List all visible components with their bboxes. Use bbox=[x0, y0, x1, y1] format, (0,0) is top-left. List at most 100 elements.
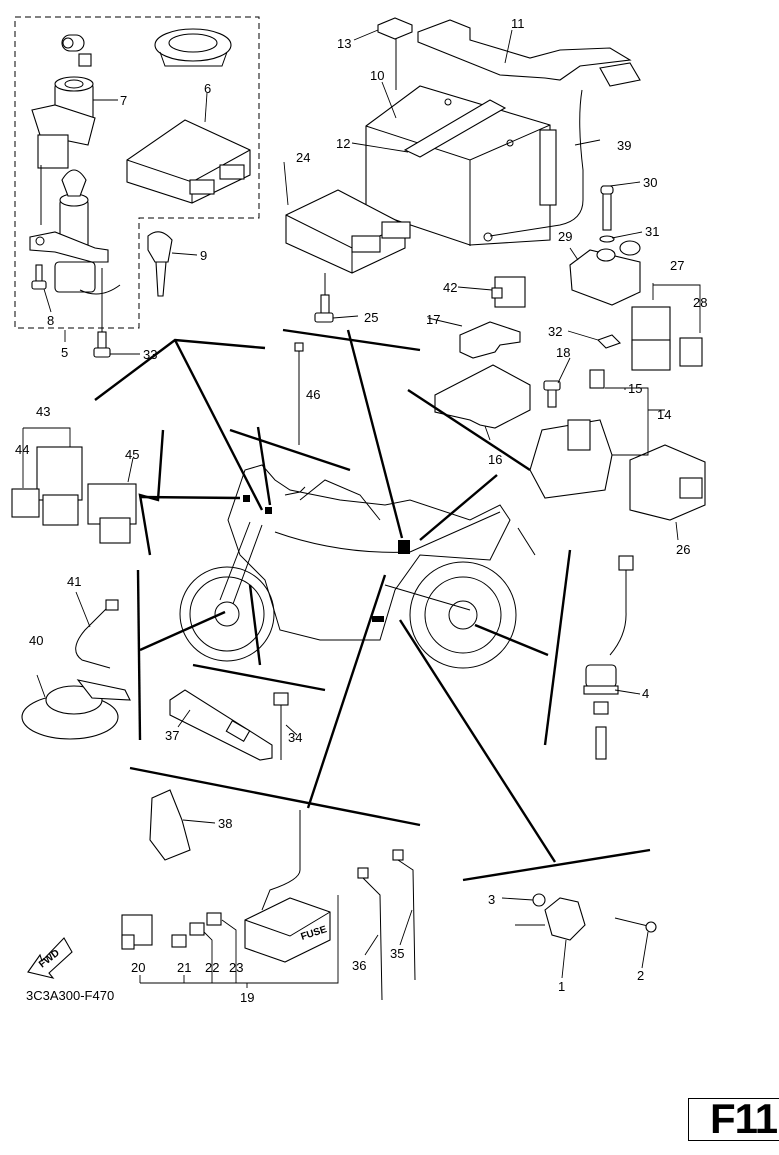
clamp-34 bbox=[273, 692, 289, 706]
battery-cover-11 bbox=[417, 19, 632, 81]
fuse-21 bbox=[171, 934, 187, 948]
label-32: 32 bbox=[548, 324, 562, 339]
dashed-kit-boundary bbox=[14, 16, 260, 329]
label-16: 16 bbox=[488, 452, 502, 467]
plate-32 bbox=[596, 334, 622, 349]
fuel-cap bbox=[154, 28, 232, 67]
label-22: 22 bbox=[205, 960, 219, 975]
battery-clip-13 bbox=[377, 17, 413, 40]
callout-numbers: 7 6 9 8 5 33 13 11 10 12 24 39 30 31 29 … bbox=[15, 16, 707, 1005]
label-36: 36 bbox=[352, 958, 366, 973]
label-12: 12 bbox=[336, 136, 350, 151]
label-35: 35 bbox=[390, 946, 404, 961]
horn-group bbox=[21, 591, 131, 740]
ecu-unit bbox=[126, 119, 251, 204]
label-2: 2 bbox=[637, 968, 644, 983]
label-5: 5 bbox=[61, 345, 68, 360]
rectifier-24 bbox=[285, 189, 411, 274]
main-switch bbox=[31, 76, 96, 225]
fwd-arrow: FWD bbox=[27, 937, 73, 979]
label-27: 27 bbox=[670, 258, 684, 273]
label-11: 11 bbox=[511, 16, 525, 31]
fuse-box-group: FUSE bbox=[121, 789, 416, 1001]
label-34: 34 bbox=[288, 730, 302, 745]
label-31: 31 bbox=[645, 224, 659, 239]
label-45: 45 bbox=[125, 447, 139, 462]
sensor-4 bbox=[583, 555, 641, 760]
bolt-8 bbox=[31, 264, 47, 290]
bolt-25 bbox=[320, 294, 330, 314]
nut-3 bbox=[532, 893, 546, 907]
label-26: 26 bbox=[676, 542, 690, 557]
page-id: F11 bbox=[710, 1095, 778, 1142]
fuse-15 bbox=[589, 369, 605, 389]
label-37: 37 bbox=[165, 728, 179, 743]
label-39: 39 bbox=[617, 138, 631, 153]
label-15: 15 bbox=[628, 381, 642, 396]
battery-10 bbox=[365, 85, 557, 246]
label-28: 28 bbox=[693, 295, 707, 310]
label-24: 24 bbox=[296, 150, 310, 165]
label-44: 44 bbox=[15, 442, 29, 457]
label-42: 42 bbox=[443, 280, 457, 295]
label-21: 21 bbox=[177, 960, 191, 975]
label-13: 13 bbox=[337, 36, 351, 51]
relay-43 bbox=[36, 446, 83, 501]
tie-36 bbox=[357, 867, 369, 879]
washer-31 bbox=[599, 235, 615, 243]
label-17: 17 bbox=[426, 312, 440, 327]
label-18: 18 bbox=[556, 345, 570, 360]
label-30: 30 bbox=[643, 175, 657, 190]
lock-cylinder-small bbox=[61, 34, 92, 67]
ignition-set-group bbox=[14, 16, 260, 358]
label-46: 46 bbox=[306, 387, 320, 402]
relay-27 bbox=[631, 306, 703, 371]
relay-cover-44 bbox=[11, 488, 40, 518]
drawing-code: 3C3A300-F470 bbox=[26, 988, 114, 1003]
label-8: 8 bbox=[47, 313, 54, 328]
starter-relay-29 bbox=[569, 240, 641, 306]
label-38: 38 bbox=[218, 816, 232, 831]
harness-marker bbox=[398, 540, 410, 554]
label-3: 3 bbox=[488, 892, 495, 907]
horn-lead-41 bbox=[75, 604, 111, 669]
fuse-23 bbox=[206, 912, 222, 926]
label-20: 20 bbox=[131, 960, 145, 975]
key bbox=[147, 231, 173, 297]
lower-left-group bbox=[169, 689, 298, 761]
cover-17 bbox=[459, 321, 521, 359]
tie-35 bbox=[392, 849, 404, 861]
label-19: 19 bbox=[240, 990, 254, 1005]
callout-lines bbox=[94, 328, 651, 882]
bolt-2 bbox=[645, 921, 657, 933]
relay-26 bbox=[629, 444, 706, 521]
bracket-16 bbox=[434, 364, 531, 429]
fuse-22 bbox=[189, 922, 205, 936]
fuse-box-19 bbox=[244, 897, 331, 963]
cable-tie-46 bbox=[294, 342, 304, 352]
label-43: 43 bbox=[36, 404, 50, 419]
label-7: 7 bbox=[120, 93, 127, 108]
label-23: 23 bbox=[229, 960, 243, 975]
speed-sensor-group bbox=[501, 893, 657, 979]
bolt-33 bbox=[93, 268, 111, 358]
label-33: 33 bbox=[143, 347, 157, 362]
clip-38 bbox=[149, 789, 191, 861]
panel-37 bbox=[169, 689, 273, 761]
label-1: 1 bbox=[558, 979, 565, 994]
label-14: 14 bbox=[657, 407, 671, 422]
motorcycle-outline bbox=[179, 464, 536, 669]
label-41: 41 bbox=[67, 574, 81, 589]
speed-sensor-1 bbox=[544, 897, 586, 941]
battery-group bbox=[283, 17, 706, 541]
label-29: 29 bbox=[558, 229, 572, 244]
label-40: 40 bbox=[29, 633, 43, 648]
relay-group-left bbox=[11, 427, 137, 544]
label-10: 10 bbox=[370, 68, 384, 83]
steering-lock bbox=[29, 169, 121, 295]
label-9: 9 bbox=[200, 248, 207, 263]
label-6: 6 bbox=[204, 81, 211, 96]
label-25: 25 bbox=[364, 310, 378, 325]
battery-lead-39 bbox=[489, 89, 584, 237]
